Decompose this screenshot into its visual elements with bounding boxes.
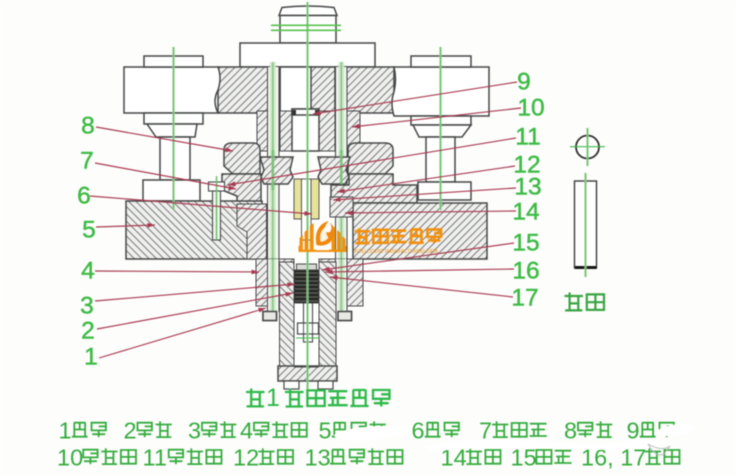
- svg-text:1: 1: [266, 384, 280, 412]
- svg-text:5: 5: [319, 418, 332, 444]
- svg-text:1: 1: [59, 418, 72, 444]
- svg-text:10: 10: [517, 94, 544, 121]
- svg-text:11: 11: [515, 123, 540, 150]
- svg-text:6: 6: [77, 182, 91, 209]
- svg-text:14: 14: [512, 198, 539, 225]
- svg-text:4: 4: [240, 418, 253, 444]
- svg-text:12: 12: [233, 445, 259, 471]
- svg-text:6: 6: [412, 418, 425, 444]
- svg-text:8: 8: [564, 418, 577, 444]
- svg-text:1: 1: [84, 343, 98, 370]
- svg-text:10: 10: [57, 445, 83, 471]
- svg-text:2: 2: [81, 317, 95, 344]
- svg-text:INTELLIGENT MANUFACTURING DATA: INTELLIGENT MANUFACTURING DATA: [354, 249, 438, 255]
- svg-text:15: 15: [512, 229, 539, 256]
- svg-text:12: 12: [513, 151, 540, 178]
- svg-text:13: 13: [514, 173, 541, 200]
- svg-text:15: 15: [511, 445, 537, 471]
- svg-text:7: 7: [479, 418, 492, 444]
- svg-text:4: 4: [81, 257, 95, 284]
- svg-text:11: 11: [143, 445, 167, 471]
- svg-text:7: 7: [80, 147, 94, 174]
- svg-text:3: 3: [188, 418, 201, 444]
- svg-text:9: 9: [627, 418, 640, 444]
- svg-text:16: 16: [512, 257, 539, 284]
- svg-text:8: 8: [81, 112, 95, 139]
- svg-text:2: 2: [124, 418, 137, 444]
- svg-text:17: 17: [511, 284, 538, 311]
- svg-text:5: 5: [82, 216, 96, 243]
- svg-text:9: 9: [517, 68, 531, 95]
- svg-text:13: 13: [305, 445, 331, 471]
- svg-text:3: 3: [80, 292, 94, 319]
